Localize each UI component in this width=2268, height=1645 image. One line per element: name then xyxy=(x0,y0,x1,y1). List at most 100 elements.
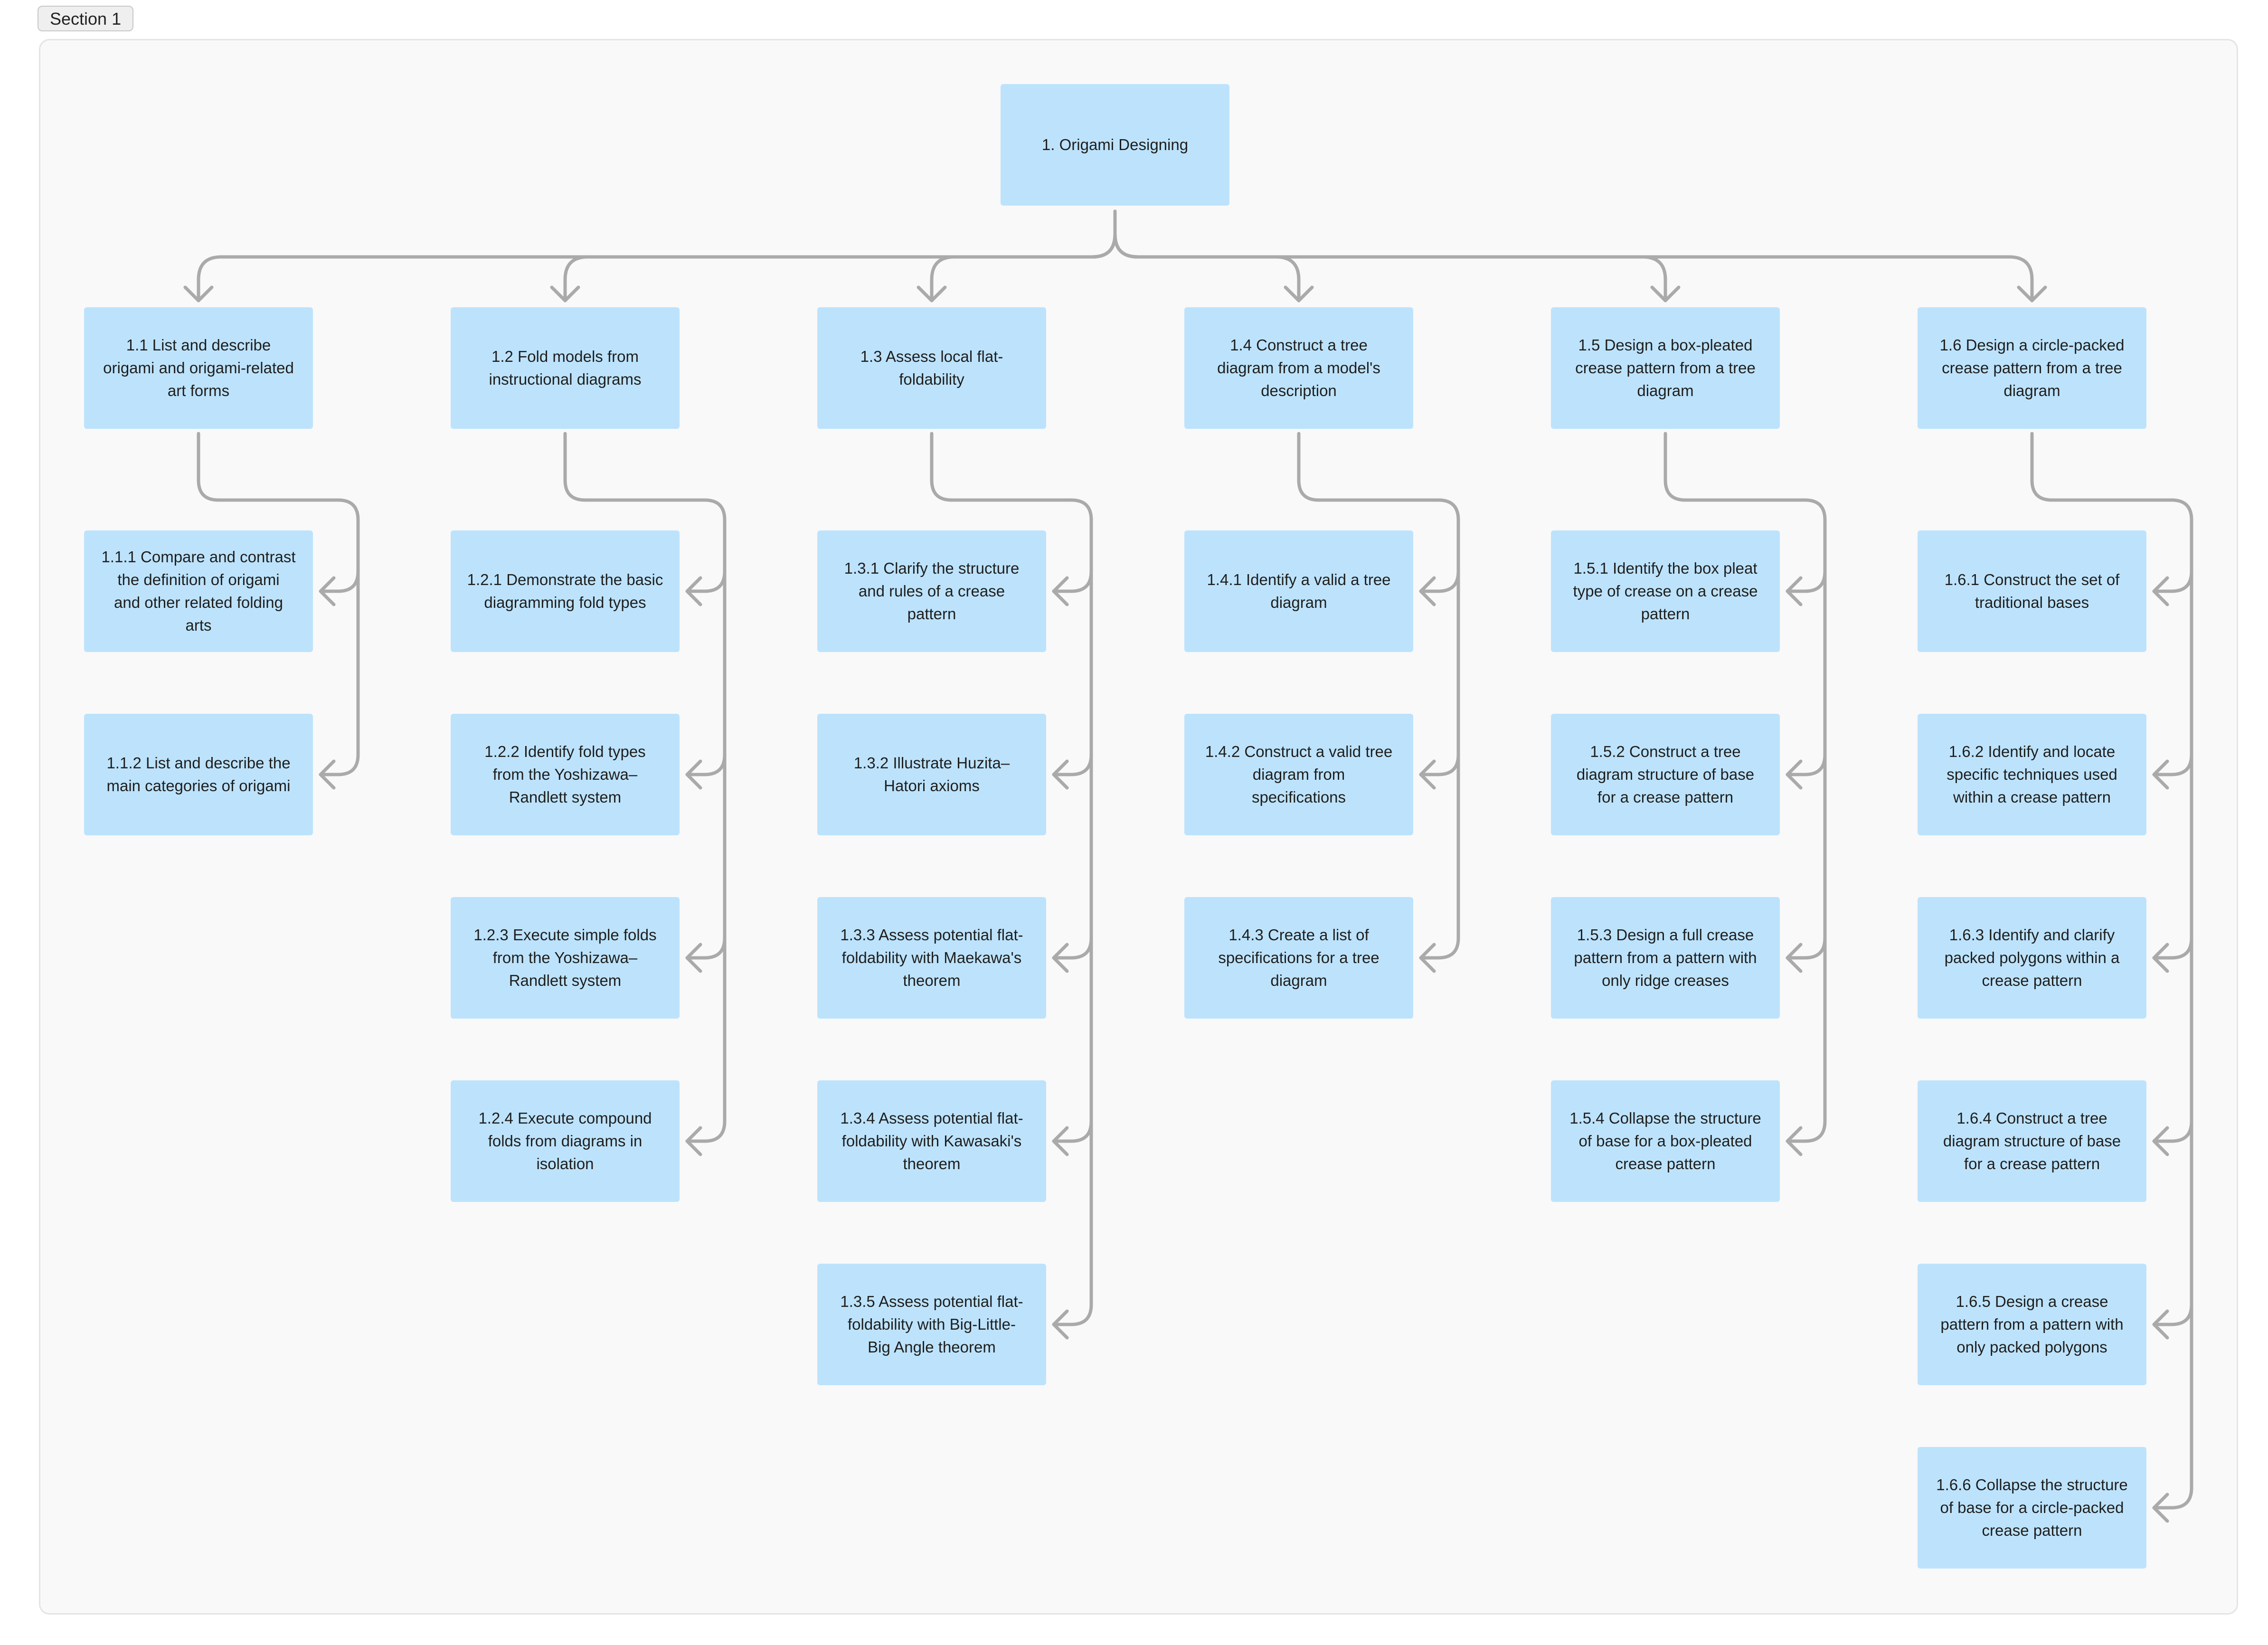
child-node-6-2-label: 1.6.2 Identify and locate specific techn… xyxy=(1947,743,2117,806)
child-node-3-3-label: 1.3.3 Assess potential flat- foldability… xyxy=(840,926,1023,989)
child-connector-3-3 xyxy=(1052,936,1093,960)
child-node-4-1[interactable]: 1.4.1 Identify a valid a tree diagram xyxy=(1184,530,1413,652)
child-node-4-2-label: 1.4.2 Construct a valid tree diagram fro… xyxy=(1205,743,1393,806)
branch-spine-6 xyxy=(2030,432,2193,1510)
child-node-1-2-label: 1.1.2 List and describe the main categor… xyxy=(106,754,291,794)
arrowhead-child-6-3 xyxy=(2152,943,2169,973)
child-connector-6-3 xyxy=(2152,936,2193,960)
arrowhead-child-5-1 xyxy=(1786,576,1803,606)
branch-spine-5 xyxy=(1663,432,1827,1143)
child-node-3-2[interactable]: 1.3.2 Illustrate Huzita– Hatori axioms xyxy=(817,714,1046,835)
child-connector-6-1 xyxy=(2152,569,2193,593)
root-to-branch-connector-3 xyxy=(930,209,1117,303)
child-node-6-4[interactable]: 1.6.4 Construct a tree diagram structure… xyxy=(1918,1080,2146,1202)
arrowhead-child-2-2 xyxy=(685,759,702,790)
arrowhead-child-1-2 xyxy=(319,759,336,790)
arrowhead-child-3-5 xyxy=(1052,1309,1069,1340)
arrowhead-child-6-4 xyxy=(2152,1126,2169,1156)
arrowhead-child-6-1 xyxy=(2152,576,2169,606)
child-node-3-1-label: 1.3.1 Clarify the structure and rules of… xyxy=(844,559,1020,623)
child-node-5-2[interactable]: 1.5.2 Construct a tree diagram structure… xyxy=(1551,714,1780,835)
branch-node-5-label: 1.5 Design a box-pleated crease pattern … xyxy=(1575,336,1756,399)
branch-node-4[interactable]: 1.4 Construct a tree diagram from a mode… xyxy=(1184,307,1413,429)
child-node-4-1-label: 1.4.1 Identify a valid a tree diagram xyxy=(1207,571,1391,611)
arrowhead-branch-4 xyxy=(1284,285,1314,303)
child-connector-5-1 xyxy=(1786,569,1827,593)
child-connector-3-1 xyxy=(1052,569,1093,593)
branch-spine-1 xyxy=(197,432,360,776)
child-node-5-1-label: 1.5.1 Identify the box pleat type of cre… xyxy=(1573,559,1758,623)
branch-node-1[interactable]: 1.1 List and describe origami and origam… xyxy=(84,307,313,429)
branch-node-1-label: 1.1 List and describe origami and origam… xyxy=(103,336,294,399)
arrowhead-child-6-6 xyxy=(2152,1493,2169,1523)
child-node-6-1-label: 1.6.1 Construct the set of traditional b… xyxy=(1944,571,2120,611)
arrowhead-child-6-5 xyxy=(2152,1309,2169,1340)
child-node-3-4[interactable]: 1.3.4 Assess potential flat- foldability… xyxy=(817,1080,1046,1202)
child-node-1-2[interactable]: 1.1.2 List and describe the main categor… xyxy=(84,714,313,835)
child-node-5-4[interactable]: 1.5.4 Collapse the structure of base for… xyxy=(1551,1080,1780,1202)
child-node-6-6[interactable]: 1.6.6 Collapse the structure of base for… xyxy=(1918,1447,2146,1569)
arrowhead-child-3-1 xyxy=(1052,576,1069,606)
child-node-5-4-label: 1.5.4 Collapse the structure of base for… xyxy=(1569,1109,1761,1172)
arrowhead-child-5-2 xyxy=(1786,759,1803,790)
child-connector-4-1 xyxy=(1419,569,1460,593)
arrowhead-child-3-2 xyxy=(1052,759,1069,790)
section-label[interactable]: Section 1 xyxy=(38,6,134,31)
child-connector-6-5 xyxy=(2152,1303,2193,1326)
child-node-2-1[interactable]: 1.2.1 Demonstrate the basic diagramming … xyxy=(451,530,680,652)
child-node-1-1[interactable]: 1.1.1 Compare and contrast the definitio… xyxy=(84,530,313,652)
section-frame xyxy=(39,39,2238,1615)
child-node-6-5[interactable]: 1.6.5 Design a crease pattern from a pat… xyxy=(1918,1264,2146,1385)
child-node-4-2[interactable]: 1.4.2 Construct a valid tree diagram fro… xyxy=(1184,714,1413,835)
arrowhead-branch-3 xyxy=(917,285,947,303)
child-node-3-3[interactable]: 1.3.3 Assess potential flat- foldability… xyxy=(817,897,1046,1019)
branch-node-3[interactable]: 1.3 Assess local flat- foldability xyxy=(817,307,1046,429)
child-node-3-5[interactable]: 1.3.5 Assess potential flat- foldability… xyxy=(817,1264,1046,1385)
child-node-5-3-label: 1.5.3 Design a full crease pattern from … xyxy=(1574,926,1757,989)
arrowhead-child-2-3 xyxy=(685,943,702,973)
arrowhead-child-5-4 xyxy=(1786,1126,1803,1156)
child-connector-6-2 xyxy=(2152,753,2193,776)
child-connector-2-3 xyxy=(685,936,727,960)
arrowhead-child-4-3 xyxy=(1419,943,1436,973)
child-node-4-3[interactable]: 1.4.3 Create a list of specifications fo… xyxy=(1184,897,1413,1019)
child-connector-4-2 xyxy=(1419,753,1460,776)
arrowhead-child-6-2 xyxy=(2152,759,2169,790)
child-node-6-2[interactable]: 1.6.2 Identify and locate specific techn… xyxy=(1918,714,2146,835)
child-node-2-4[interactable]: 1.2.4 Execute compound folds from diagra… xyxy=(451,1080,680,1202)
child-node-2-2[interactable]: 1.2.2 Identify fold types from the Yoshi… xyxy=(451,714,680,835)
arrowhead-child-2-1 xyxy=(685,576,702,606)
child-node-1-1-label: 1.1.1 Compare and contrast the definitio… xyxy=(101,548,296,634)
child-connector-1-1 xyxy=(319,569,360,593)
child-node-6-4-label: 1.6.4 Construct a tree diagram structure… xyxy=(1943,1109,2121,1172)
branch-node-6[interactable]: 1.6 Design a circle-packed crease patter… xyxy=(1918,307,2146,429)
arrowhead-child-3-4 xyxy=(1052,1126,1069,1156)
branch-node-6-label: 1.6 Design a circle-packed crease patter… xyxy=(1939,336,2125,399)
child-node-5-1[interactable]: 1.5.1 Identify the box pleat type of cre… xyxy=(1551,530,1780,652)
root-to-branch-connector-6 xyxy=(1113,209,2034,303)
branch-node-3-label: 1.3 Assess local flat- foldability xyxy=(860,348,1003,388)
child-node-6-5-label: 1.6.5 Design a crease pattern from a pat… xyxy=(1940,1293,2124,1356)
child-node-6-1[interactable]: 1.6.1 Construct the set of traditional b… xyxy=(1918,530,2146,652)
child-connector-2-1 xyxy=(685,569,727,593)
arrowhead-branch-5 xyxy=(1650,285,1681,303)
arrowhead-child-3-3 xyxy=(1052,943,1069,973)
root-node-label: 1. Origami Designing xyxy=(1041,136,1189,153)
child-connector-5-3 xyxy=(1786,936,1827,960)
arrowhead-branch-1 xyxy=(183,285,214,303)
child-node-3-1[interactable]: 1.3.1 Clarify the structure and rules of… xyxy=(817,530,1046,652)
arrowhead-child-1-1 xyxy=(319,576,336,606)
child-connector-3-4 xyxy=(1052,1119,1093,1143)
branch-node-2[interactable]: 1.2 Fold models from instructional diagr… xyxy=(451,307,680,429)
child-node-5-3[interactable]: 1.5.3 Design a full crease pattern from … xyxy=(1551,897,1780,1019)
root-node[interactable]: 1. Origami Designing xyxy=(1001,84,1229,206)
child-node-4-3-label: 1.4.3 Create a list of specifications fo… xyxy=(1218,926,1380,989)
child-node-2-3[interactable]: 1.2.3 Execute simple folds from the Yosh… xyxy=(451,897,680,1019)
child-node-2-1-label: 1.2.1 Demonstrate the basic diagramming … xyxy=(467,571,663,611)
child-connector-3-2 xyxy=(1052,753,1093,776)
branch-node-5[interactable]: 1.5 Design a box-pleated crease pattern … xyxy=(1551,307,1780,429)
branch-spine-3 xyxy=(930,432,1093,1326)
branch-spine-2 xyxy=(563,432,727,1143)
child-node-6-3[interactable]: 1.6.3 Identify and clarify packed polygo… xyxy=(1918,897,2146,1019)
